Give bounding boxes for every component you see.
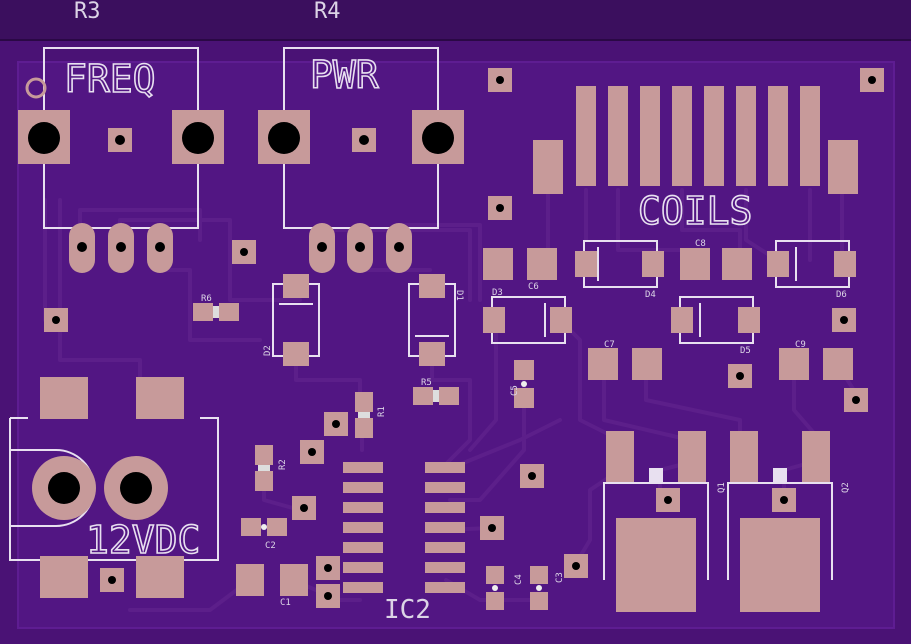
ref-c4: C4 <box>514 574 524 585</box>
ref-d4: D4 <box>645 290 656 300</box>
diodes-d1-d2[interactable] <box>272 274 456 366</box>
ref-c7: C7 <box>604 340 615 350</box>
ref-r6: R6 <box>201 294 212 304</box>
ref-c6: C6 <box>528 282 539 292</box>
label-12vdc: 12VDC <box>86 518 200 562</box>
ref-c5: C5 <box>510 385 520 396</box>
ref-d2: D2 <box>263 345 273 356</box>
ref-d6: D6 <box>836 290 847 300</box>
ref-q2: Q2 <box>841 482 851 493</box>
ic2-chip[interactable] <box>343 462 465 593</box>
capacitors-c3-c4[interactable] <box>486 566 548 610</box>
label-coils: COILS <box>638 189 752 233</box>
label-freq: FREQ <box>64 57 156 101</box>
small-resistors[interactable] <box>193 303 459 536</box>
ref-q1: Q1 <box>717 482 727 493</box>
ref-d3: D3 <box>492 288 503 298</box>
ref-r5: R5 <box>421 378 432 388</box>
ref-r2: R2 <box>278 459 288 470</box>
ref-d1: D1 <box>454 290 464 301</box>
coils-connector[interactable] <box>533 86 858 194</box>
transistor-q1[interactable] <box>603 431 709 612</box>
ref-c1: C1 <box>280 598 291 608</box>
ref-r1: R1 <box>377 406 387 417</box>
ref-d5: D5 <box>740 346 751 356</box>
smd-parts-upper[interactable] <box>483 240 856 408</box>
ref-c3: C3 <box>555 572 565 583</box>
ref-c2: C2 <box>265 541 276 551</box>
ref-c9: C9 <box>795 340 806 350</box>
transistor-q2[interactable] <box>727 431 833 612</box>
label-ic2: IC2 <box>384 595 431 625</box>
power-jack[interactable] <box>9 377 219 598</box>
potentiometer-r3[interactable] <box>18 47 224 273</box>
ref-r3: R3 <box>74 0 101 24</box>
potentiometer-r4[interactable] <box>258 47 464 273</box>
capacitor-c1[interactable] <box>236 564 308 596</box>
label-pwr: PWR <box>310 53 379 97</box>
ref-r4: R4 <box>314 0 341 24</box>
vias <box>25 68 884 608</box>
ref-c8: C8 <box>695 239 706 249</box>
